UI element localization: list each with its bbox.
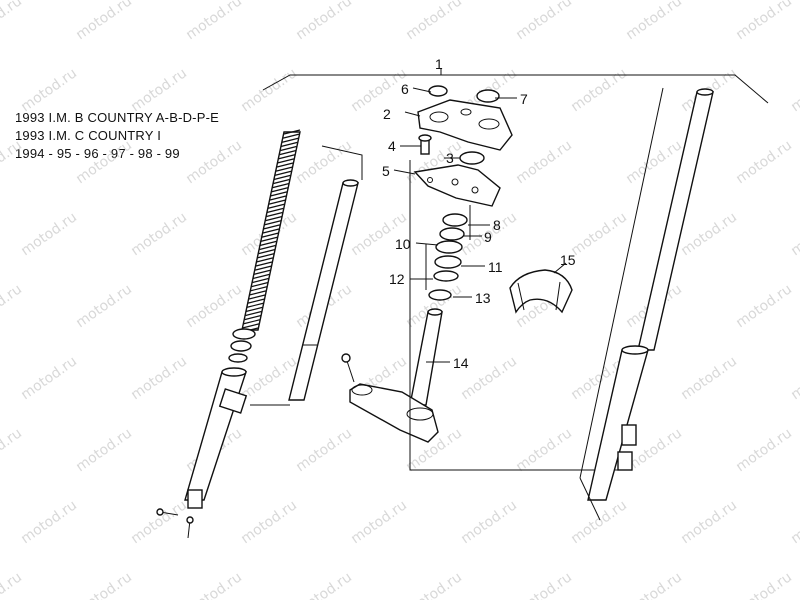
callout-3: 3 [446,150,454,166]
watermark-text: motod.ru [0,569,25,600]
handlebar-mount-plate [413,164,501,207]
callout-15: 15 [560,252,576,268]
watermark-text: motod.ru [73,425,135,475]
right-fork-slider [587,345,649,501]
applicability-note-3: 1994 - 95 - 96 - 97 - 98 - 99 [15,146,180,161]
watermark-text: motod.ru [128,497,190,547]
watermark-text: motod.ru [568,209,630,259]
watermark-text: motod.ru [733,425,795,475]
watermark-text: motod.ru [568,65,630,115]
watermark-text: motod.ru [0,0,25,43]
watermark-text: motod.ru [678,209,740,259]
applicability-note-2: 1993 I.M. C COUNTRY I [15,128,162,143]
watermark-text: motod.ru [403,569,465,600]
watermark-text: motod.ru [293,569,355,600]
watermark-text: motod.ru [458,497,520,547]
watermark-text: motod.ru [788,209,800,259]
watermark-text: motod.ru [0,281,25,331]
watermark-text: motod.ru [73,569,135,600]
left-fork-spring [241,129,301,333]
callout-14: 14 [453,355,469,371]
callout-13: 13 [475,290,491,306]
bearing-race [509,269,573,314]
watermark-text: motod.ru [73,0,135,43]
callout-9: 9 [484,229,492,245]
applicability-note-1: 1993 I.M. B COUNTRY A-B-D-P-E [15,110,219,125]
left-fork-slider [184,367,248,509]
watermark-text: motod.ru [183,569,245,600]
watermark-text: motod.ru [128,209,190,259]
watermark-text: motod.ru [18,497,80,547]
watermark-text: motod.ru [513,137,575,187]
watermark-text: motod.ru [513,569,575,600]
watermark-text: motod.ru [403,0,465,43]
callout-6: 6 [401,81,409,97]
callout-12: 12 [389,271,405,287]
watermark-text: motod.ru [128,65,190,115]
watermark-text: motod.ru [678,497,740,547]
lower-clamp-bolt [341,353,355,383]
watermark-text: motod.ru [733,137,795,187]
watermark-text: motod.ru [513,425,575,475]
callout-5: 5 [382,163,390,179]
watermark-text: motod.ru [678,353,740,403]
lower-triple-clamp [349,383,439,443]
callout-labels: 1 2 3 4 5 6 7 8 9 10 11 12 13 14 15 [382,56,576,371]
watermark-text: motod.ru [348,497,410,547]
watermark-text: motod.ru [0,137,25,187]
callout-1: 1 [435,56,443,72]
upper-caps [428,85,500,165]
watermark-text: motod.ru [73,137,135,187]
clamp-bolt [418,134,432,155]
watermark-text: motod.ru [18,65,80,115]
watermark-text: motod.ru [183,137,245,187]
watermark-text: motod.ru [73,281,135,331]
watermark-text: motod.ru [568,497,630,547]
watermark-text: motod.ru [183,0,245,43]
watermark-text: motod.ru [293,425,355,475]
watermark-text: motod.ru [238,497,300,547]
left-fork-seals [228,328,256,363]
watermark-text: motod.ru [788,497,800,547]
assembly-bracket [262,74,769,104]
watermark-text: motod.ru [238,65,300,115]
left-fork-inner-tube [288,179,359,401]
watermark-text: motod.ru [18,353,80,403]
watermark-text: motod.ru [788,65,800,115]
stem-nuts-and-bearings [428,213,468,301]
callout-2: 2 [383,106,391,122]
watermark-text: motod.ru [0,425,25,475]
watermark-text: motod.ru [293,0,355,43]
watermark-text: motod.ru [293,137,355,187]
watermark-text: motod.ru [733,569,795,600]
upper-triple-clamp [417,99,513,151]
watermark-text: motod.ru [733,281,795,331]
right-fork-inner-tube [637,88,714,351]
left-fork-drain-screws [156,508,194,539]
watermark-text: motod.ru [733,0,795,43]
watermark-text: motod.ru [18,209,80,259]
watermark-text: motod.ru [513,0,575,43]
callout-10: 10 [395,236,411,252]
steering-stem [409,308,443,406]
watermark-text: motod.ru [788,353,800,403]
callout-8: 8 [493,217,501,233]
watermark-text: motod.ru [623,137,685,187]
watermark-text: motod.ru [128,353,190,403]
watermark-text: motod.ru [623,0,685,43]
watermark-text: motod.ru [183,281,245,331]
callout-4: 4 [388,138,396,154]
watermark-text: motod.ru [623,569,685,600]
callout-11: 11 [488,259,503,275]
callout-leaders [393,69,567,363]
callout-7: 7 [520,91,528,107]
